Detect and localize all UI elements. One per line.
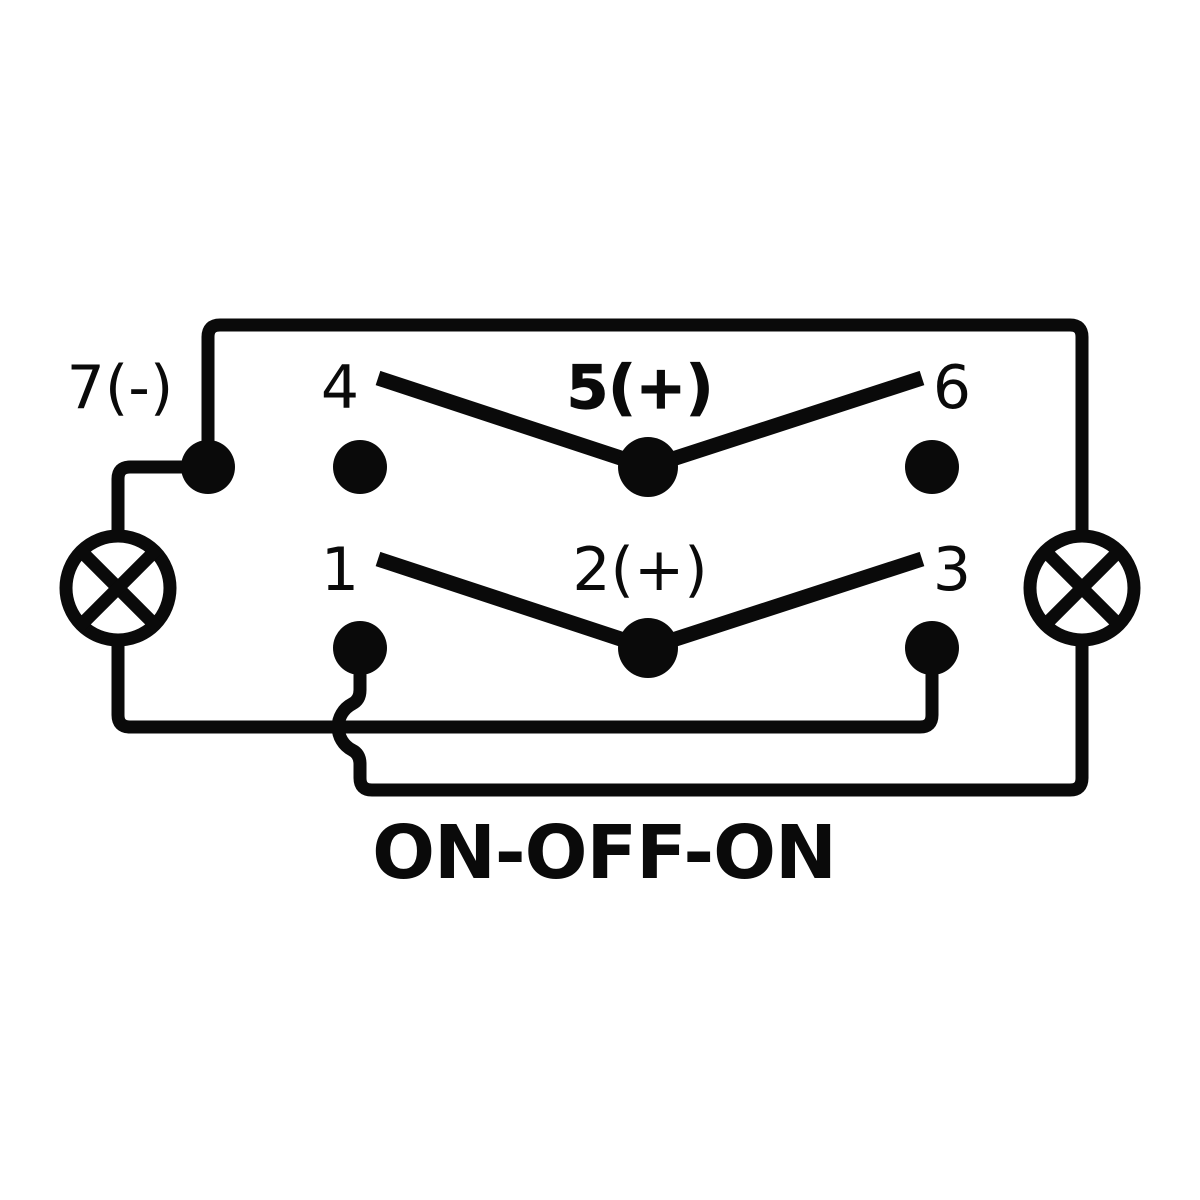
- pin-label-4: 4: [321, 353, 359, 423]
- pin-label-6: 6: [933, 353, 971, 423]
- switch-mode-label: ON-OFF-ON: [372, 810, 836, 896]
- pin-dot-5[interactable]: [618, 437, 678, 497]
- wire-pin7-to-left-lamp: [111, 460, 215, 543]
- pin-label-1: 1: [321, 535, 359, 605]
- pin-dot-1[interactable]: [333, 621, 387, 675]
- wire-pin1-crossover-to-right-lamp: [331, 633, 1089, 797]
- pin-label-3: 3: [933, 535, 971, 605]
- pin-label-7: 7(-): [67, 353, 174, 423]
- lamp-right: [1023, 529, 1141, 647]
- pin-label-5: 5(+): [567, 353, 714, 423]
- pin-dot-4[interactable]: [333, 440, 387, 494]
- wire-pin7-to-right-lamp: [201, 318, 1089, 543]
- lamp-left: [59, 529, 177, 647]
- pin-label-2: 2(+): [572, 535, 707, 605]
- wire-left-lamp-to-pin3: [111, 633, 939, 734]
- pin-dot-3[interactable]: [905, 621, 959, 675]
- pin-dot-2[interactable]: [618, 618, 678, 678]
- pin-dot-6[interactable]: [905, 440, 959, 494]
- pin-dot-7[interactable]: [181, 440, 235, 494]
